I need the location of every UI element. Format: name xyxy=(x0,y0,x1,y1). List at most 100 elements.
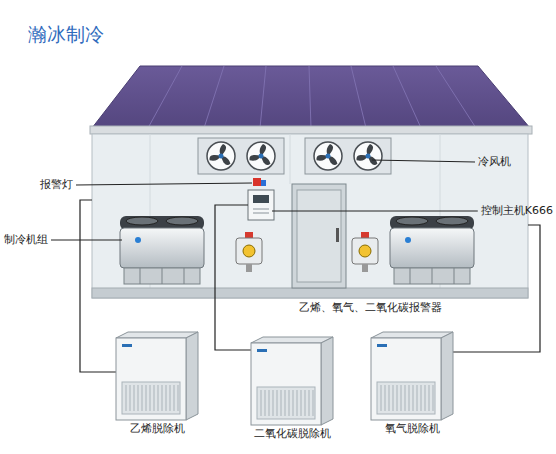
grille-line xyxy=(265,390,266,416)
grille-lines xyxy=(261,390,313,416)
wire xyxy=(80,200,116,372)
grille-line xyxy=(301,390,302,416)
cabinet-front xyxy=(371,338,441,420)
floor-band xyxy=(92,288,528,298)
machine-caption: 二氧化碳脱除机 xyxy=(249,427,335,441)
door xyxy=(292,184,346,288)
grille-line xyxy=(158,385,159,411)
condenser-legs xyxy=(410,268,454,284)
fan xyxy=(247,142,275,170)
fan xyxy=(314,142,342,170)
grille-lines xyxy=(381,385,433,411)
control-box xyxy=(248,190,274,220)
grille-lines xyxy=(126,385,178,411)
condenser-base xyxy=(394,268,470,284)
grille-line xyxy=(154,385,155,411)
machine-cabinet xyxy=(114,330,200,422)
grille-line xyxy=(385,385,386,411)
grille-line xyxy=(297,390,298,416)
grille-line xyxy=(405,385,406,411)
roof-ridges xyxy=(148,66,476,128)
cabinet-top xyxy=(371,332,453,338)
grille-line xyxy=(166,385,167,411)
callout-label: 乙烯、氧气、二氧化碳报警器 xyxy=(299,301,442,315)
cabinet-side xyxy=(321,337,333,425)
grille-line xyxy=(130,385,131,411)
condenser-fan xyxy=(166,217,198,225)
grille-line xyxy=(146,385,147,411)
grille-line xyxy=(417,385,418,411)
wall xyxy=(92,134,528,298)
cabinet-logo xyxy=(122,344,132,347)
condenser-body xyxy=(120,228,204,268)
gas-alarm-sensor xyxy=(243,245,255,257)
machine-caption: 乙烯脱除机 xyxy=(114,422,200,436)
grille-line xyxy=(285,390,286,416)
gas-alarm-sensor xyxy=(359,245,371,257)
grille-line xyxy=(261,390,262,416)
removal-machine: 乙烯脱除机 xyxy=(114,330,200,436)
condenser-sensor xyxy=(405,237,411,243)
grille-line xyxy=(421,385,422,411)
gas-alarm xyxy=(236,238,262,264)
removal-machine: 氧气脱除机 xyxy=(369,330,455,436)
grille-line xyxy=(142,385,143,411)
roof xyxy=(92,66,530,128)
fan xyxy=(207,142,235,170)
control-screen xyxy=(253,195,269,203)
grille-line xyxy=(433,385,434,411)
grille-line xyxy=(162,385,163,411)
cabinet-logo xyxy=(257,349,267,352)
grille-line xyxy=(134,385,135,411)
grille-line xyxy=(174,385,175,411)
grille-line xyxy=(413,385,414,411)
callout-label: 控制主机K666 xyxy=(481,204,553,218)
condenser-fan xyxy=(436,217,468,225)
grille-line xyxy=(281,390,282,416)
cabinet-grille xyxy=(122,382,180,414)
grille-line xyxy=(170,385,171,411)
air-cooler xyxy=(198,138,284,174)
cabinet-top xyxy=(116,332,198,338)
control-detail xyxy=(253,213,269,214)
grille-line xyxy=(269,390,270,416)
grille-line xyxy=(178,385,179,411)
wire xyxy=(215,205,251,350)
grille-line xyxy=(305,390,306,416)
callout-label: 报警灯 xyxy=(40,178,73,192)
grille-line xyxy=(273,390,274,416)
eave xyxy=(90,126,532,134)
grille-line xyxy=(429,385,430,411)
grille-line xyxy=(313,390,314,416)
gas-alarm-beacon xyxy=(245,232,253,238)
gas-alarm-stem xyxy=(362,264,368,272)
leader-line xyxy=(372,160,475,162)
condenser-body xyxy=(390,228,474,268)
machine-caption: 氧气脱除机 xyxy=(369,422,455,436)
grille-line xyxy=(126,385,127,411)
removal-machine: 二氧化碳脱除机 xyxy=(249,335,335,441)
cabinet-grille xyxy=(257,387,315,419)
grille-line xyxy=(425,385,426,411)
condenser-fan xyxy=(396,217,428,225)
door-panel xyxy=(297,190,341,282)
condenser-sensor xyxy=(135,237,141,243)
condenser-base xyxy=(124,268,200,284)
fan xyxy=(354,142,382,170)
leader-line xyxy=(272,211,478,212)
condenser-fan xyxy=(126,217,158,225)
callout-label: 制冷机组 xyxy=(4,233,48,247)
cabinet-front xyxy=(116,338,186,420)
condenser-legs xyxy=(140,268,184,284)
wire xyxy=(453,225,540,352)
grille-line xyxy=(401,385,402,411)
machine-cabinet xyxy=(249,335,335,427)
callout-label: 冷风机 xyxy=(478,155,511,169)
alarm-lamp xyxy=(253,178,261,186)
air-cooler xyxy=(305,138,391,174)
gas-alarm xyxy=(352,238,378,264)
grille-line xyxy=(289,390,290,416)
gas-alarm-stem xyxy=(246,264,252,272)
leader-line xyxy=(51,240,122,241)
